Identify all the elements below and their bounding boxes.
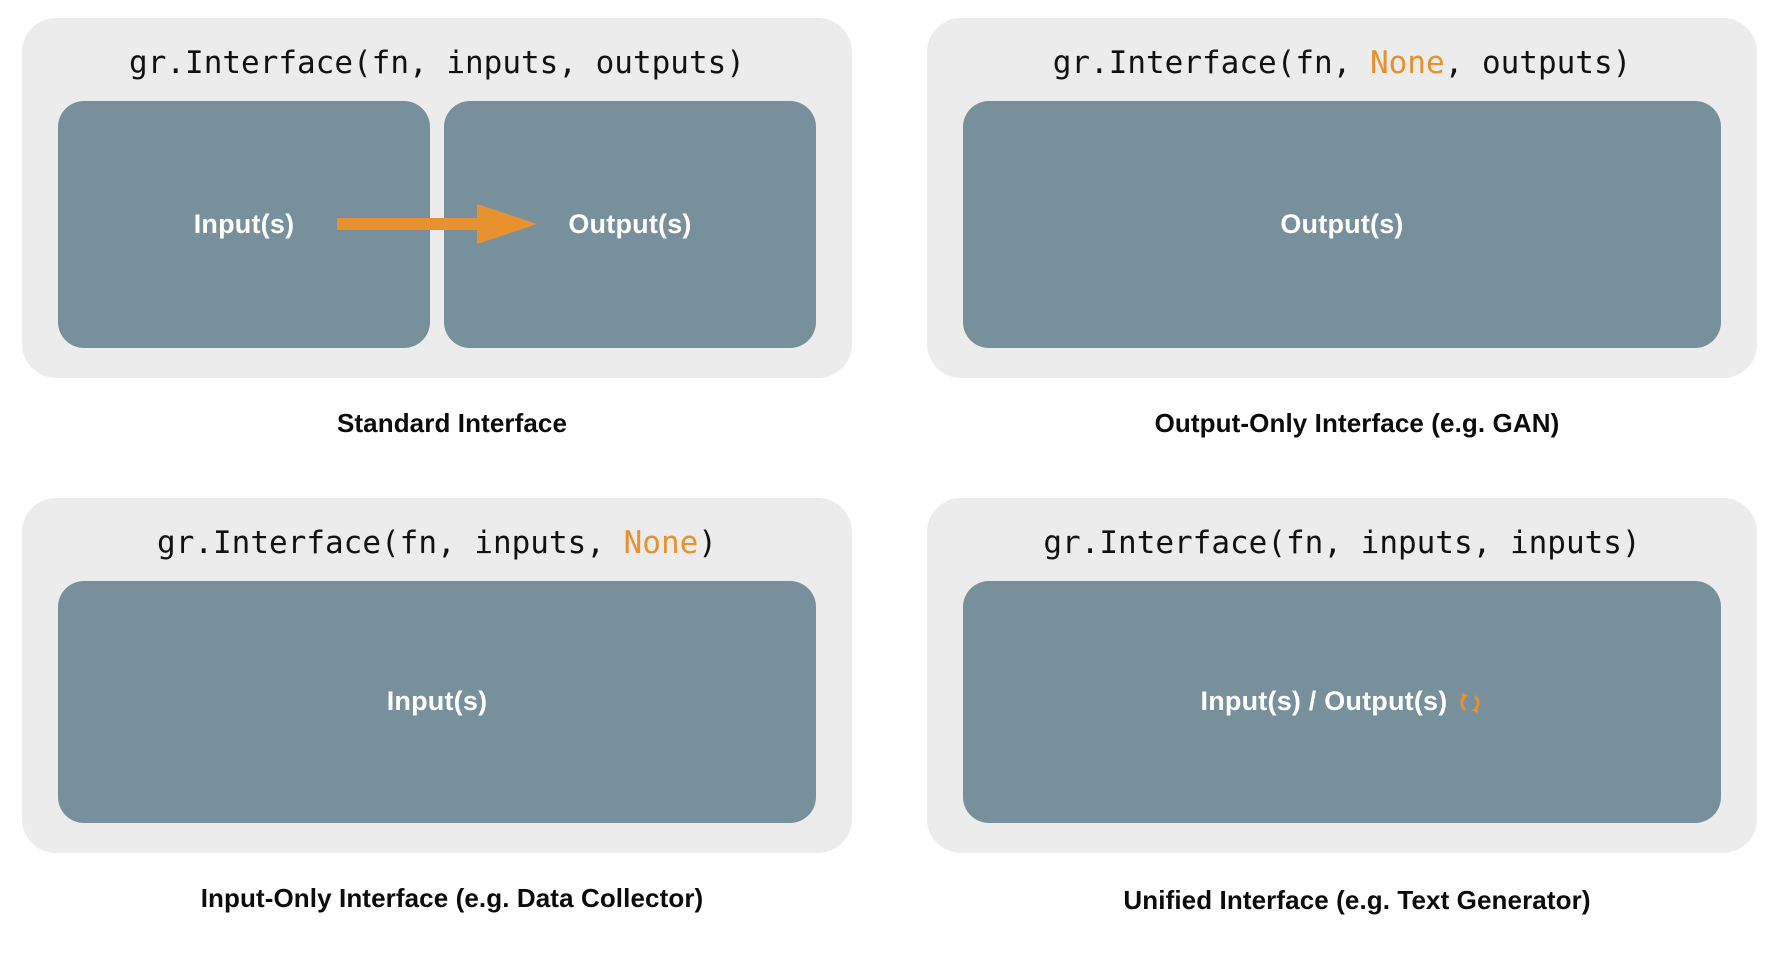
io-box-label: Input(s): [193, 208, 295, 239]
code-header-output-only: gr.Interface(fn, None, outputs): [963, 44, 1721, 83]
code-token-plain: , outputs): [1444, 45, 1632, 81]
panel-output-only: gr.Interface(fn, None, outputs) Output(s…: [927, 18, 1757, 378]
io-box-output: Output(s): [444, 100, 816, 348]
code-header-unified: gr.Interface(fn, inputs, inputs): [963, 524, 1721, 563]
code-token-plain: ): [698, 525, 717, 561]
io-box-input-output: Input(s) / Output(s): [963, 580, 1721, 823]
panel-cell-input-only: gr.Interface(fn, inputs, None) Input(s) …: [22, 498, 882, 968]
code-token-none: None: [1369, 45, 1445, 81]
code-token-plain: gr.Interface(fn, inputs,: [157, 525, 624, 561]
box-row-standard: Input(s) Output(s): [58, 100, 816, 348]
io-box-input: Input(s): [58, 100, 430, 348]
io-box-label: Input(s): [386, 686, 488, 717]
code-token-none: None: [623, 525, 699, 561]
panel-caption-output-only: Output-Only Interface (e.g. GAN): [1154, 408, 1560, 438]
io-box-label: Input(s) / Output(s): [1200, 686, 1448, 717]
panel-standard: gr.Interface(fn, inputs, outputs) Input(…: [22, 18, 852, 378]
box-row-unified: Input(s) / Output(s): [963, 580, 1721, 823]
code-header-input-only: gr.Interface(fn, inputs, None): [58, 524, 816, 563]
loop-arrows-icon: [1457, 690, 1483, 716]
panel-unified: gr.Interface(fn, inputs, inputs) Input(s…: [927, 498, 1757, 853]
panel-caption-input-only: Input-Only Interface (e.g. Data Collecto…: [200, 883, 704, 913]
panel-input-only: gr.Interface(fn, inputs, None) Input(s): [22, 498, 852, 853]
panel-cell-output-only: gr.Interface(fn, None, outputs) Output(s…: [927, 18, 1765, 488]
panel-cell-standard: gr.Interface(fn, inputs, outputs) Input(…: [22, 18, 882, 488]
io-box-output: Output(s): [963, 100, 1721, 348]
io-box-label: Output(s): [1280, 208, 1404, 239]
code-header-standard: gr.Interface(fn, inputs, outputs): [58, 44, 816, 83]
code-token-plain: gr.Interface(fn,: [1052, 45, 1370, 81]
io-box-label: Output(s): [568, 208, 692, 239]
panel-caption-unified: Unified Interface (e.g. Text Generator): [1123, 885, 1591, 915]
code-token-plain: gr.Interface(fn, inputs, inputs): [1043, 525, 1641, 561]
io-box-label-wrap: Input(s) / Output(s): [1201, 686, 1484, 717]
code-token-plain: gr.Interface(fn, inputs, outputs): [129, 45, 745, 81]
box-row-input-only: Input(s): [58, 580, 816, 823]
io-box-input: Input(s): [58, 580, 816, 823]
panel-cell-unified: gr.Interface(fn, inputs, inputs) Input(s…: [927, 498, 1765, 968]
panel-caption-standard: Standard Interface: [336, 408, 568, 438]
box-row-output-only: Output(s): [963, 100, 1721, 348]
